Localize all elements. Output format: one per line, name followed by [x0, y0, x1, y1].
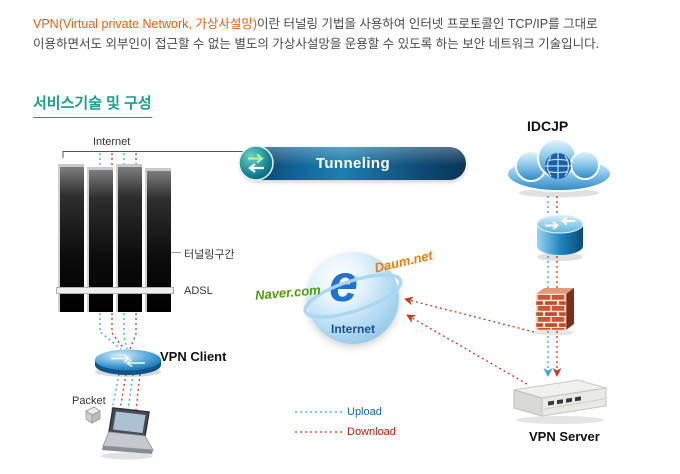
firewall-icon [534, 288, 574, 336]
tunnel-zone-label: 터널링구간 [184, 249, 235, 261]
internet-globe-icon: e Internet [303, 252, 403, 344]
adsl-label: ADSL [184, 285, 213, 297]
packet-box-icon [85, 406, 101, 424]
intro-paragraph: VPN(Virtual private Network, 가상사설망)이란 터널… [33, 14, 665, 54]
laptop-icon [101, 407, 154, 460]
section-title: 서비스기술 및 구성 [33, 92, 152, 118]
tunneling-banner: Tunneling [240, 147, 466, 180]
vpn-server-icon [513, 379, 607, 424]
swap-arrows-icon [238, 145, 274, 181]
vpn-server-label: VPN Server [529, 429, 600, 444]
idcjp-label: IDCJP [527, 118, 569, 134]
vpn-client-label: VPN Client [160, 349, 227, 364]
packet-label: Packet [72, 395, 106, 407]
router-icon [536, 214, 584, 261]
cloud-icon [506, 138, 612, 198]
adsl-band [56, 287, 174, 294]
legend-upload-label: Upload [347, 406, 382, 418]
orbit-ring-icon [303, 273, 403, 319]
globe-internet-label: Internet [330, 322, 375, 336]
vpn-client-icon [95, 349, 161, 377]
legend-download-label: Download [347, 426, 396, 438]
intro-highlight: VPN(Virtual private Network, 가상사설망) [33, 17, 257, 31]
internet-line [62, 151, 244, 158]
internet-label: Internet [93, 136, 131, 148]
intro-line1-rest: 이란 터널링 기법을 사용하여 인터넷 프로토콜인 TCP/IP를 그대로 [257, 17, 598, 31]
intro-line2: 이용하면서도 외부인이 접근할 수 없는 별도의 가상사설망을 운용할 수 있도… [33, 37, 600, 51]
